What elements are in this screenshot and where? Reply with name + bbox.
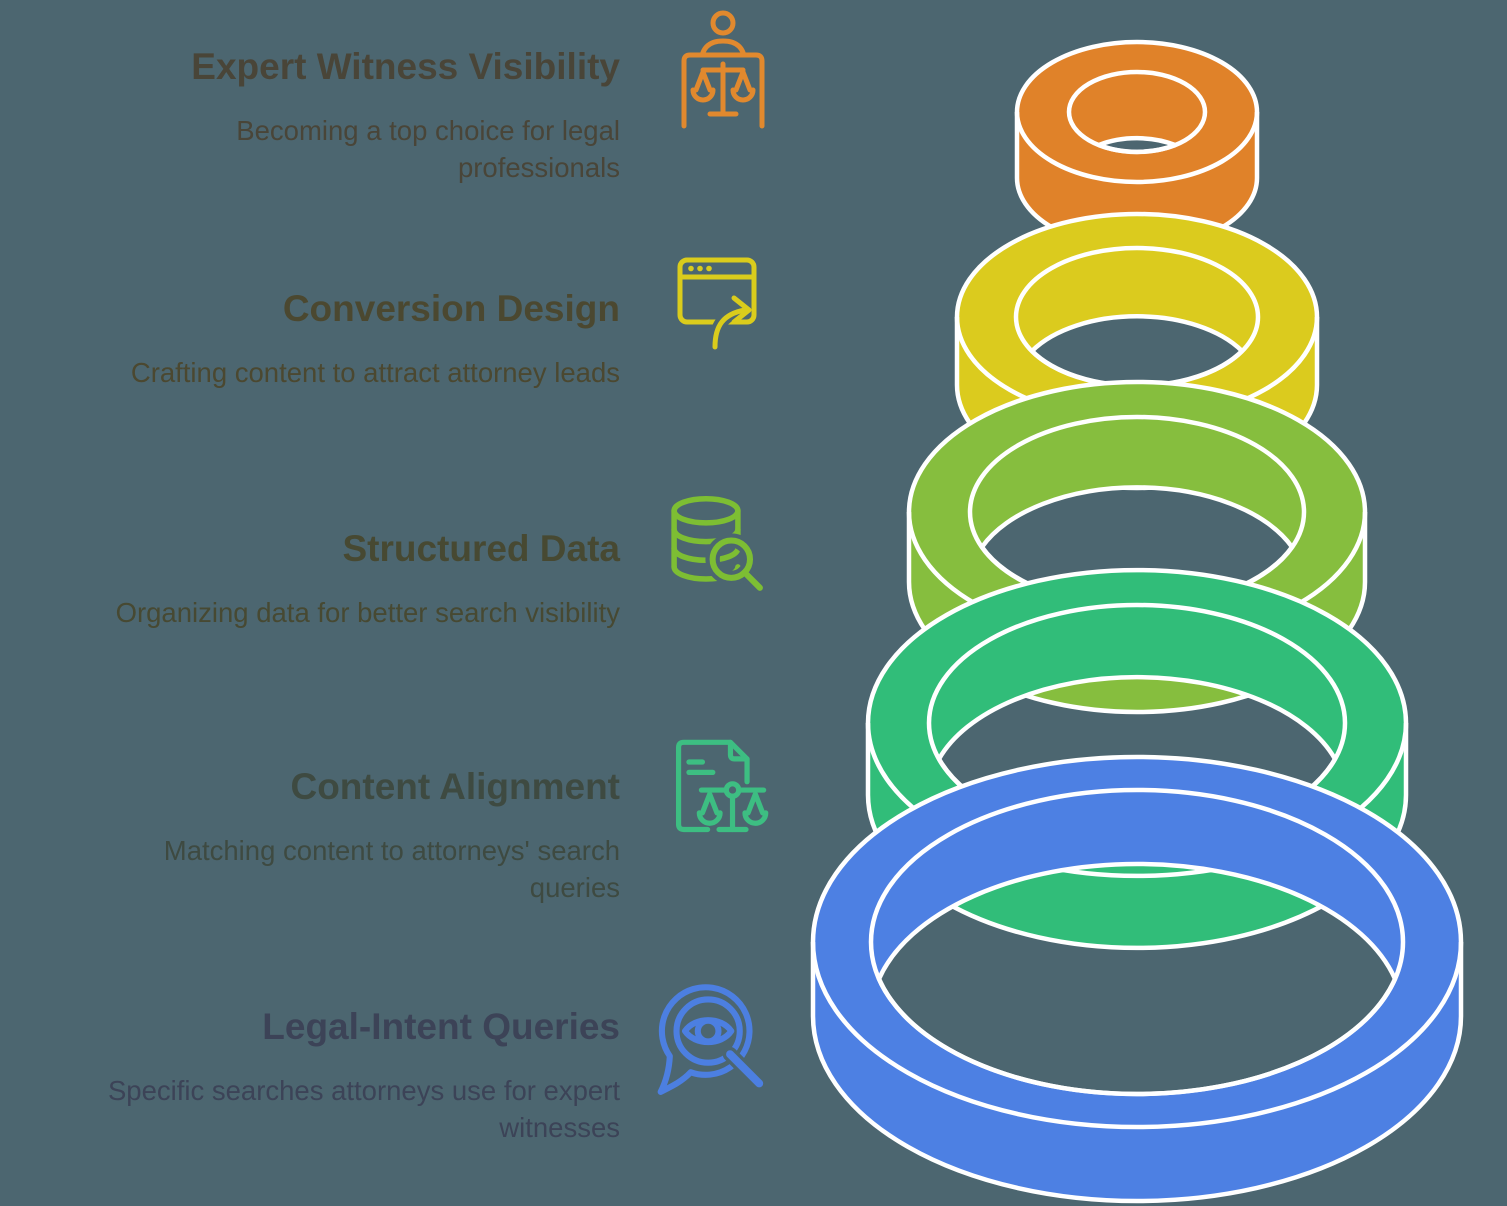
eye-outline [681, 1017, 735, 1046]
database-search-icon [671, 495, 768, 595]
scales-right-strings [733, 69, 753, 93]
eye-iris [694, 1017, 722, 1045]
section-conversion-design: Conversion Design Crafting content to at… [20, 286, 620, 391]
person-shoulders [698, 38, 748, 68]
scales-right-strings [745, 791, 766, 816]
magnifier-lens [673, 996, 743, 1066]
person-head [710, 10, 736, 36]
section-subtitle: Matching content to attorneys' search qu… [163, 835, 620, 903]
section-subtitle: Crafting content to attract attorney lea… [130, 357, 620, 388]
section-title: Structured Data [342, 528, 620, 569]
scales-left-strings [699, 791, 720, 816]
section-title: Conversion Design [282, 288, 620, 329]
scales-left-bowl [690, 87, 716, 103]
scales-right-bowl [742, 810, 769, 826]
section-legal-intent-queries: Legal-Intent Queries Specific searches a… [20, 1004, 620, 1146]
database-top [671, 495, 741, 526]
section-content-alignment: Content Alignment Matching content to at… [20, 764, 620, 906]
section-structured-data: Structured Data Organizing data for bett… [20, 526, 620, 631]
funnel-ring-level-5 [810, 754, 1464, 1204]
browser-dot [706, 265, 712, 272]
section-subtitle: Specific searches attorneys use for expe… [107, 1075, 620, 1143]
section-subtitle: Becoming a top choice for legal professi… [236, 115, 620, 183]
browser-dot [697, 265, 703, 272]
document-scales-icon [675, 739, 769, 833]
document-outline [675, 739, 750, 833]
person-scales-icon [681, 10, 765, 129]
magnifier-lens [709, 537, 754, 581]
document-fold [727, 739, 750, 762]
section-expert-witness-visibility: Expert Witness Visibility Becoming a top… [20, 44, 620, 186]
curved-arrow [712, 307, 748, 350]
speech-bubble-eye-search-icon [657, 984, 767, 1095]
browser-dot [688, 265, 694, 272]
section-title: Content Alignment [290, 766, 620, 807]
section-title: Expert Witness Visibility [191, 46, 620, 87]
browser-arrow-icon [677, 257, 757, 354]
arrow-head [731, 295, 752, 325]
magnifier-handle [726, 1050, 764, 1088]
scales-left-strings [693, 69, 713, 93]
scales-right-bowl [730, 87, 756, 103]
section-subtitle: Organizing data for better search visibi… [115, 597, 620, 628]
scales-left-bowl [696, 810, 723, 826]
section-title: Legal-Intent Queries [262, 1006, 620, 1047]
magnifier-handle [741, 569, 763, 591]
